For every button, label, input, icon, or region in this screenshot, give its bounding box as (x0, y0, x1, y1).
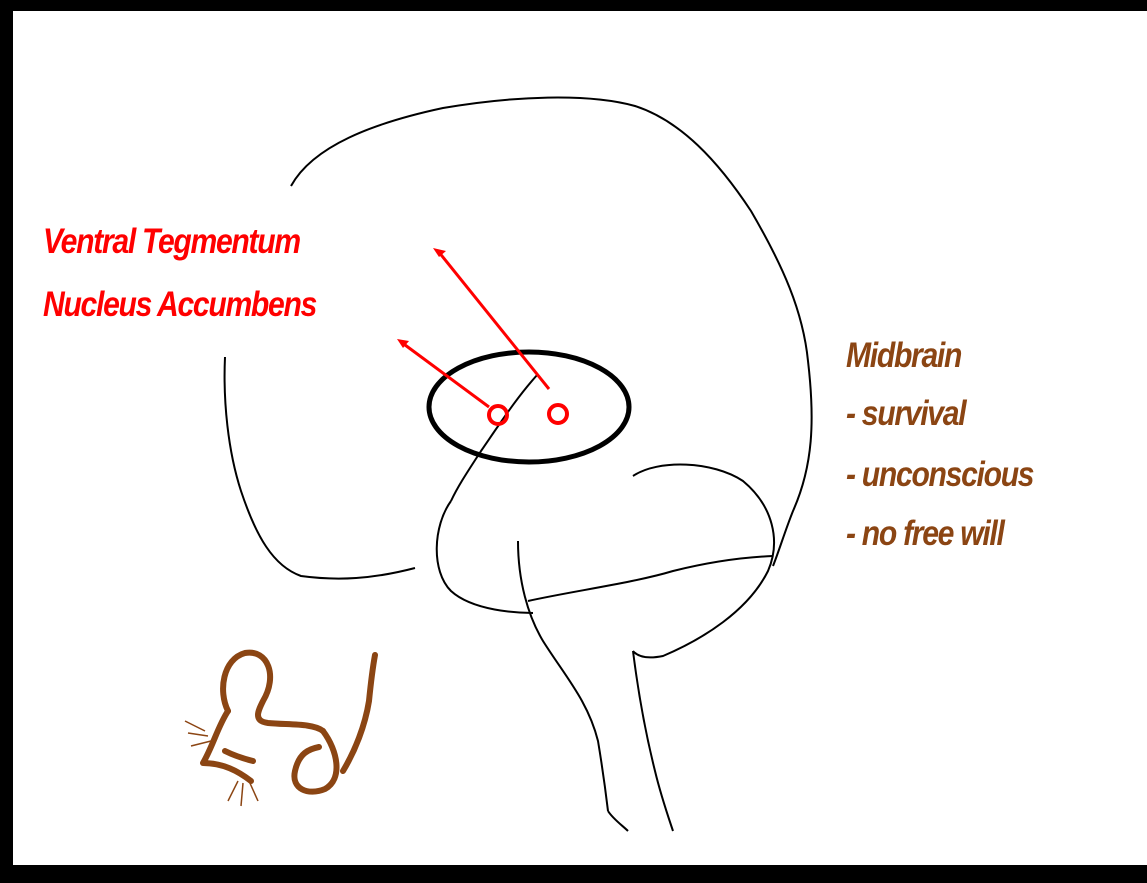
midbrain-region (429, 352, 629, 462)
frontal-lobe-outline (225, 357, 415, 579)
pointer-nucleus-accumbens (401, 342, 489, 407)
label-nucleus-accumbens: Nucleus Accumbens (43, 287, 316, 322)
midbrain-item: - unconscious (846, 457, 1033, 492)
label-ventral-tegmentum: Ventral Tegmentum (43, 224, 300, 259)
nucleus-accumbens-marker (489, 406, 507, 424)
midbrain-item: - survival (846, 396, 965, 431)
ventral-tegmentum-marker (549, 405, 567, 423)
brainstem-left-edge (518, 541, 608, 811)
mouse-doodle-icon (203, 653, 375, 792)
cerebellum-outline (633, 465, 774, 658)
tentorium-line (528, 556, 773, 601)
brainstem-right-edge (633, 651, 673, 831)
brain-drawing (13, 11, 1147, 865)
midbrain-item: - no free will (846, 516, 1004, 551)
cerebrum-outline (291, 98, 812, 566)
diagram-canvas: Ventral Tegmentum Nucleus Accumbens Midb… (13, 11, 1147, 865)
midbrain-title: Midbrain (846, 338, 961, 373)
inner-line (451, 374, 538, 501)
